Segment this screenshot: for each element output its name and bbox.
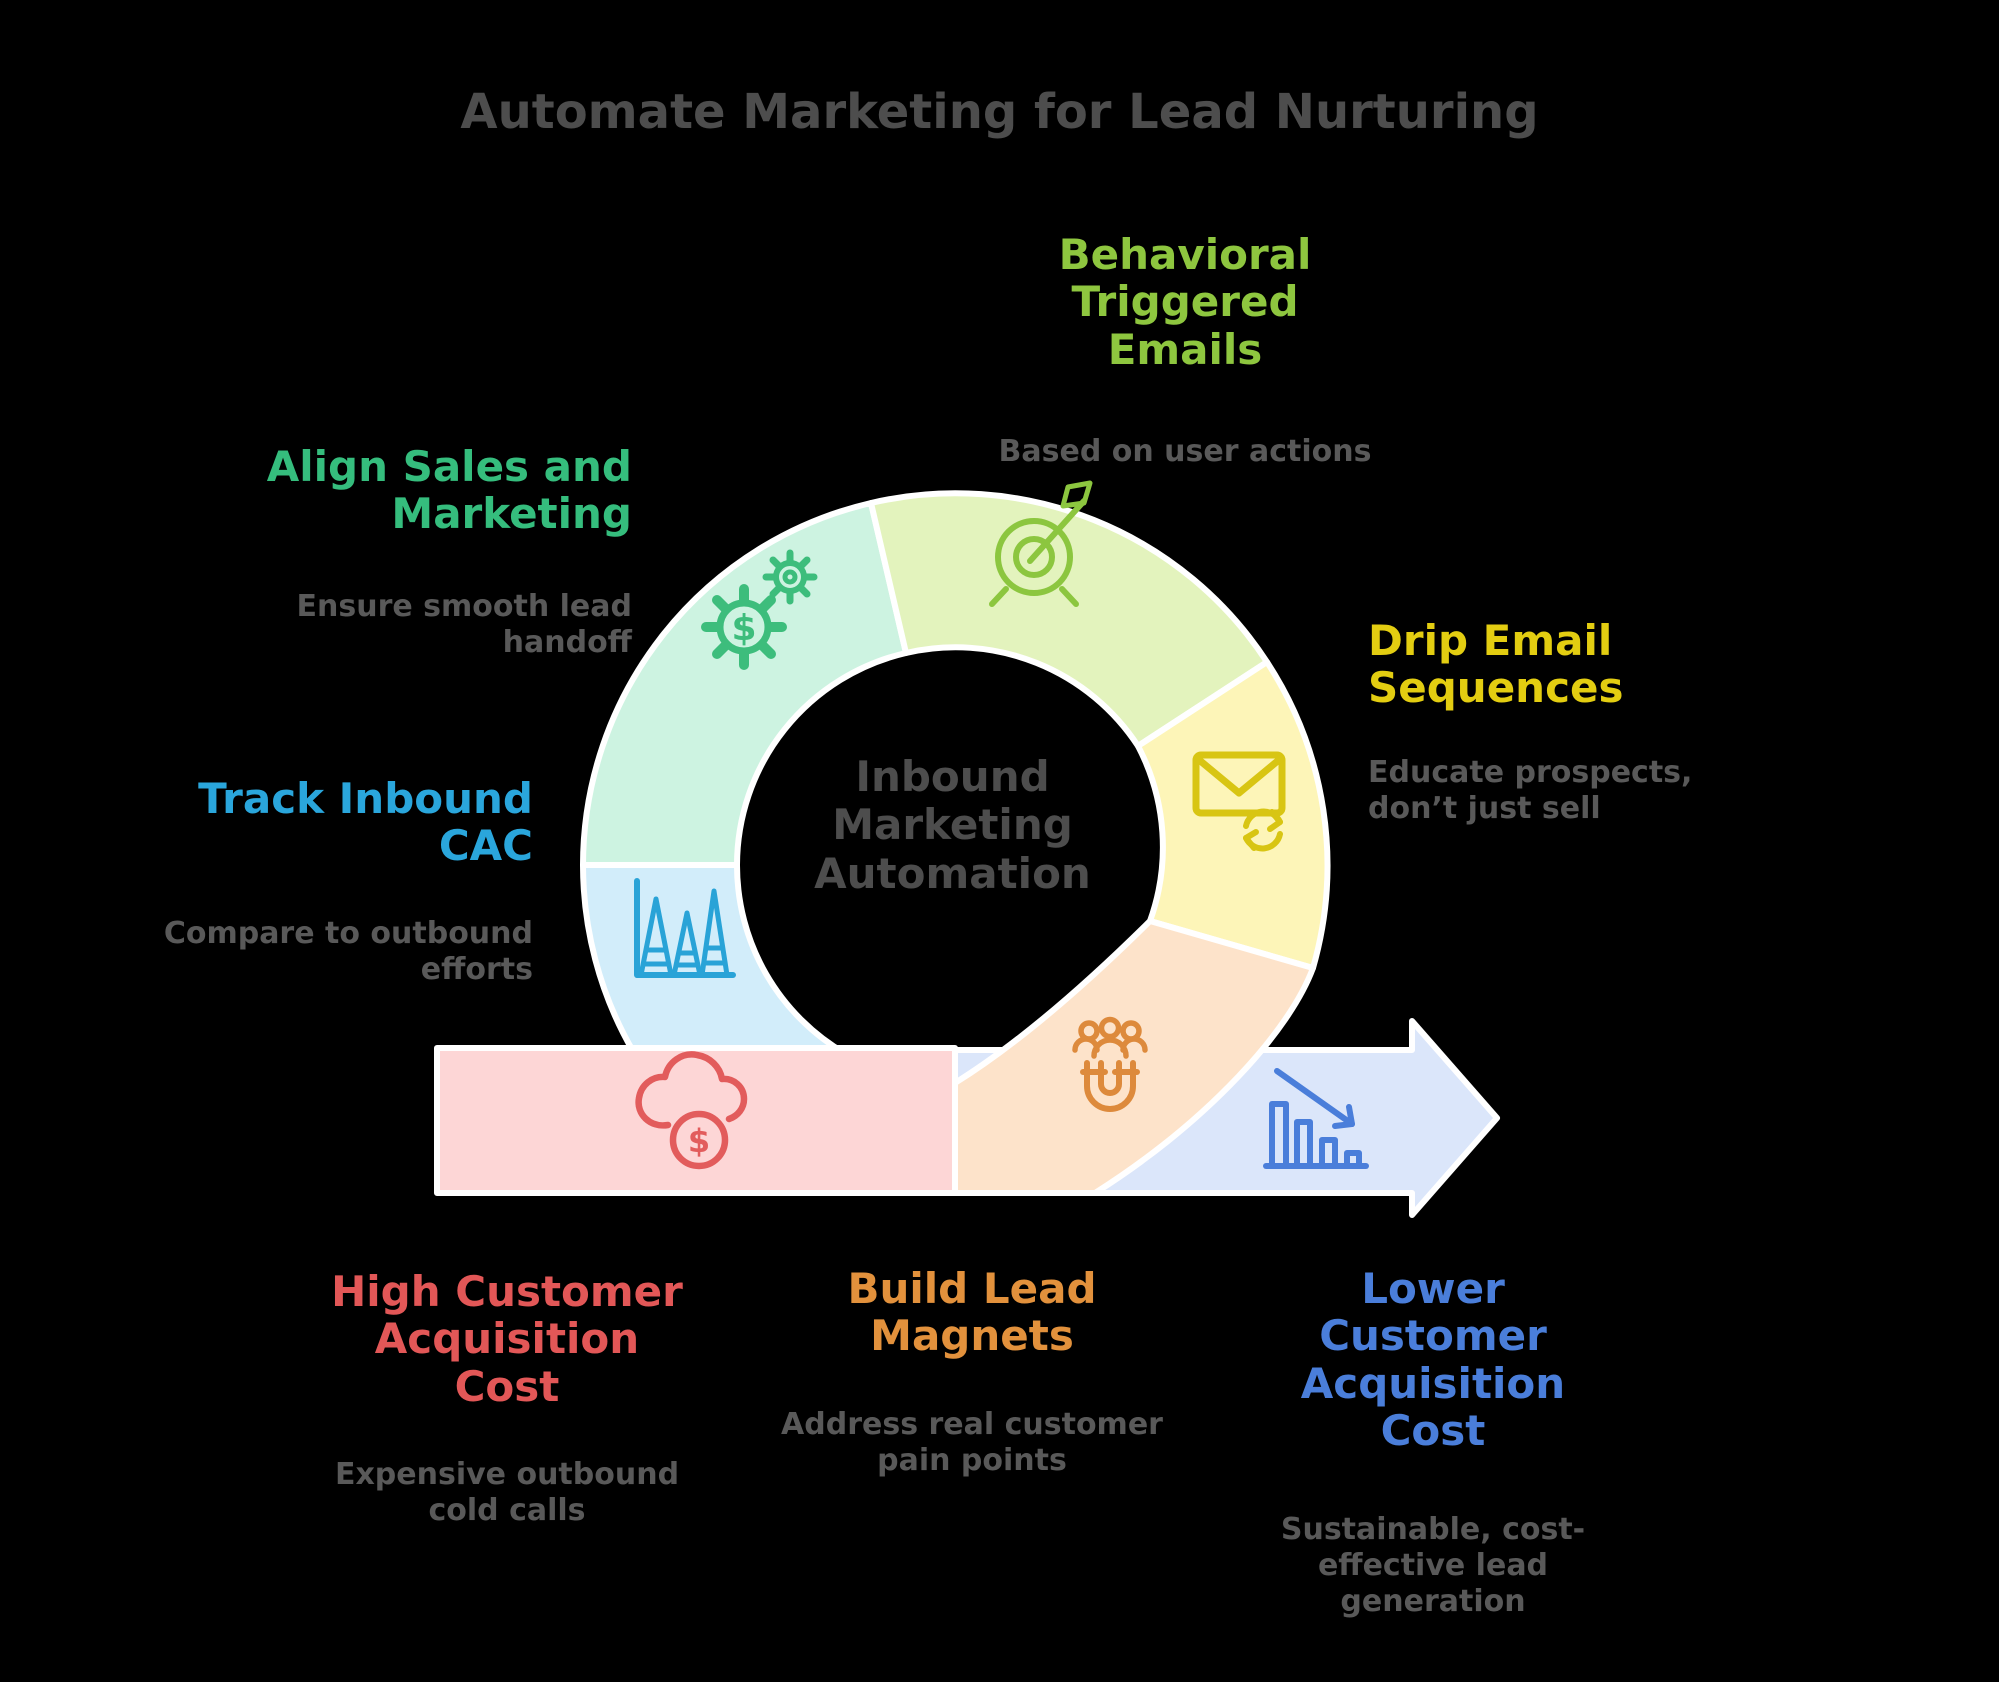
callout-heading: Track Inbound CAC [198, 774, 533, 871]
callout-subtitle: Based on user actions [998, 434, 1372, 470]
callout-heading: Lower Customer Acquisition Cost [1300, 1264, 1566, 1456]
callout-heading: Align Sales and Marketing [266, 442, 632, 539]
callout-build-lead-magnets: Build Lead Magnets Address real customer… [722, 1246, 1222, 1498]
callout-heading: Build Lead Magnets [847, 1264, 1097, 1361]
segment-build-lead-magnets [952, 918, 1316, 1196]
callout-high-cac: High Customer Acquisition Cost Expensive… [257, 1249, 757, 1548]
callout-align-sales-marketing: Align Sales and Marketing Ensure smooth … [132, 424, 632, 680]
magnet-people-icon [1072, 1016, 1148, 1112]
svg-text:$: $ [731, 608, 756, 649]
segment-high-cac [434, 1045, 958, 1196]
callout-subtitle: Address real customer pain points [781, 1406, 1163, 1478]
callout-subtitle: Sustainable, cost- effective lead genera… [1280, 1511, 1586, 1619]
callout-heading: Behavioral Triggered Emails [1058, 230, 1312, 374]
callout-subtitle: Expensive outbound cold calls [334, 1457, 680, 1529]
callout-heading: High Customer Acquisition Cost [331, 1267, 683, 1411]
declining-bars-icon [1263, 1068, 1369, 1169]
segment-align-sales [580, 500, 909, 868]
callout-heading: Drip Email Sequences [1368, 616, 1624, 713]
center-label: Inbound Marketing Automation [814, 752, 1091, 898]
segment-behavioral-emails [868, 490, 1270, 749]
callout-lower-cac: Lower Customer Acquisition Cost Sustaina… [1183, 1246, 1683, 1639]
svg-text:$: $ [688, 1122, 710, 1160]
page-title: Automate Marketing for Lead Nurturing [460, 84, 1539, 140]
cloud-dollar-icon: $ [635, 1051, 748, 1170]
callout-track-inbound-cac: Track Inbound CAC Compare to outbound ef… [33, 756, 533, 1007]
callout-subtitle: Ensure smooth lead handoff [296, 588, 632, 660]
callout-subtitle: Educate prospects, don’t just sell [1368, 754, 1693, 826]
peak-chart-icon [634, 878, 736, 978]
callout-subtitle: Compare to outbound efforts [163, 915, 533, 987]
target-arrow-icon [989, 480, 1093, 607]
email-cycle-icon [1192, 751, 1286, 852]
gears-icon: $ [701, 549, 818, 670]
callout-drip-email-sequences: Drip Email Sequences Educate prospects, … [1368, 598, 1848, 846]
callout-behavioral-triggered-emails: Behavioral Triggered Emails Based on use… [960, 212, 1410, 489]
